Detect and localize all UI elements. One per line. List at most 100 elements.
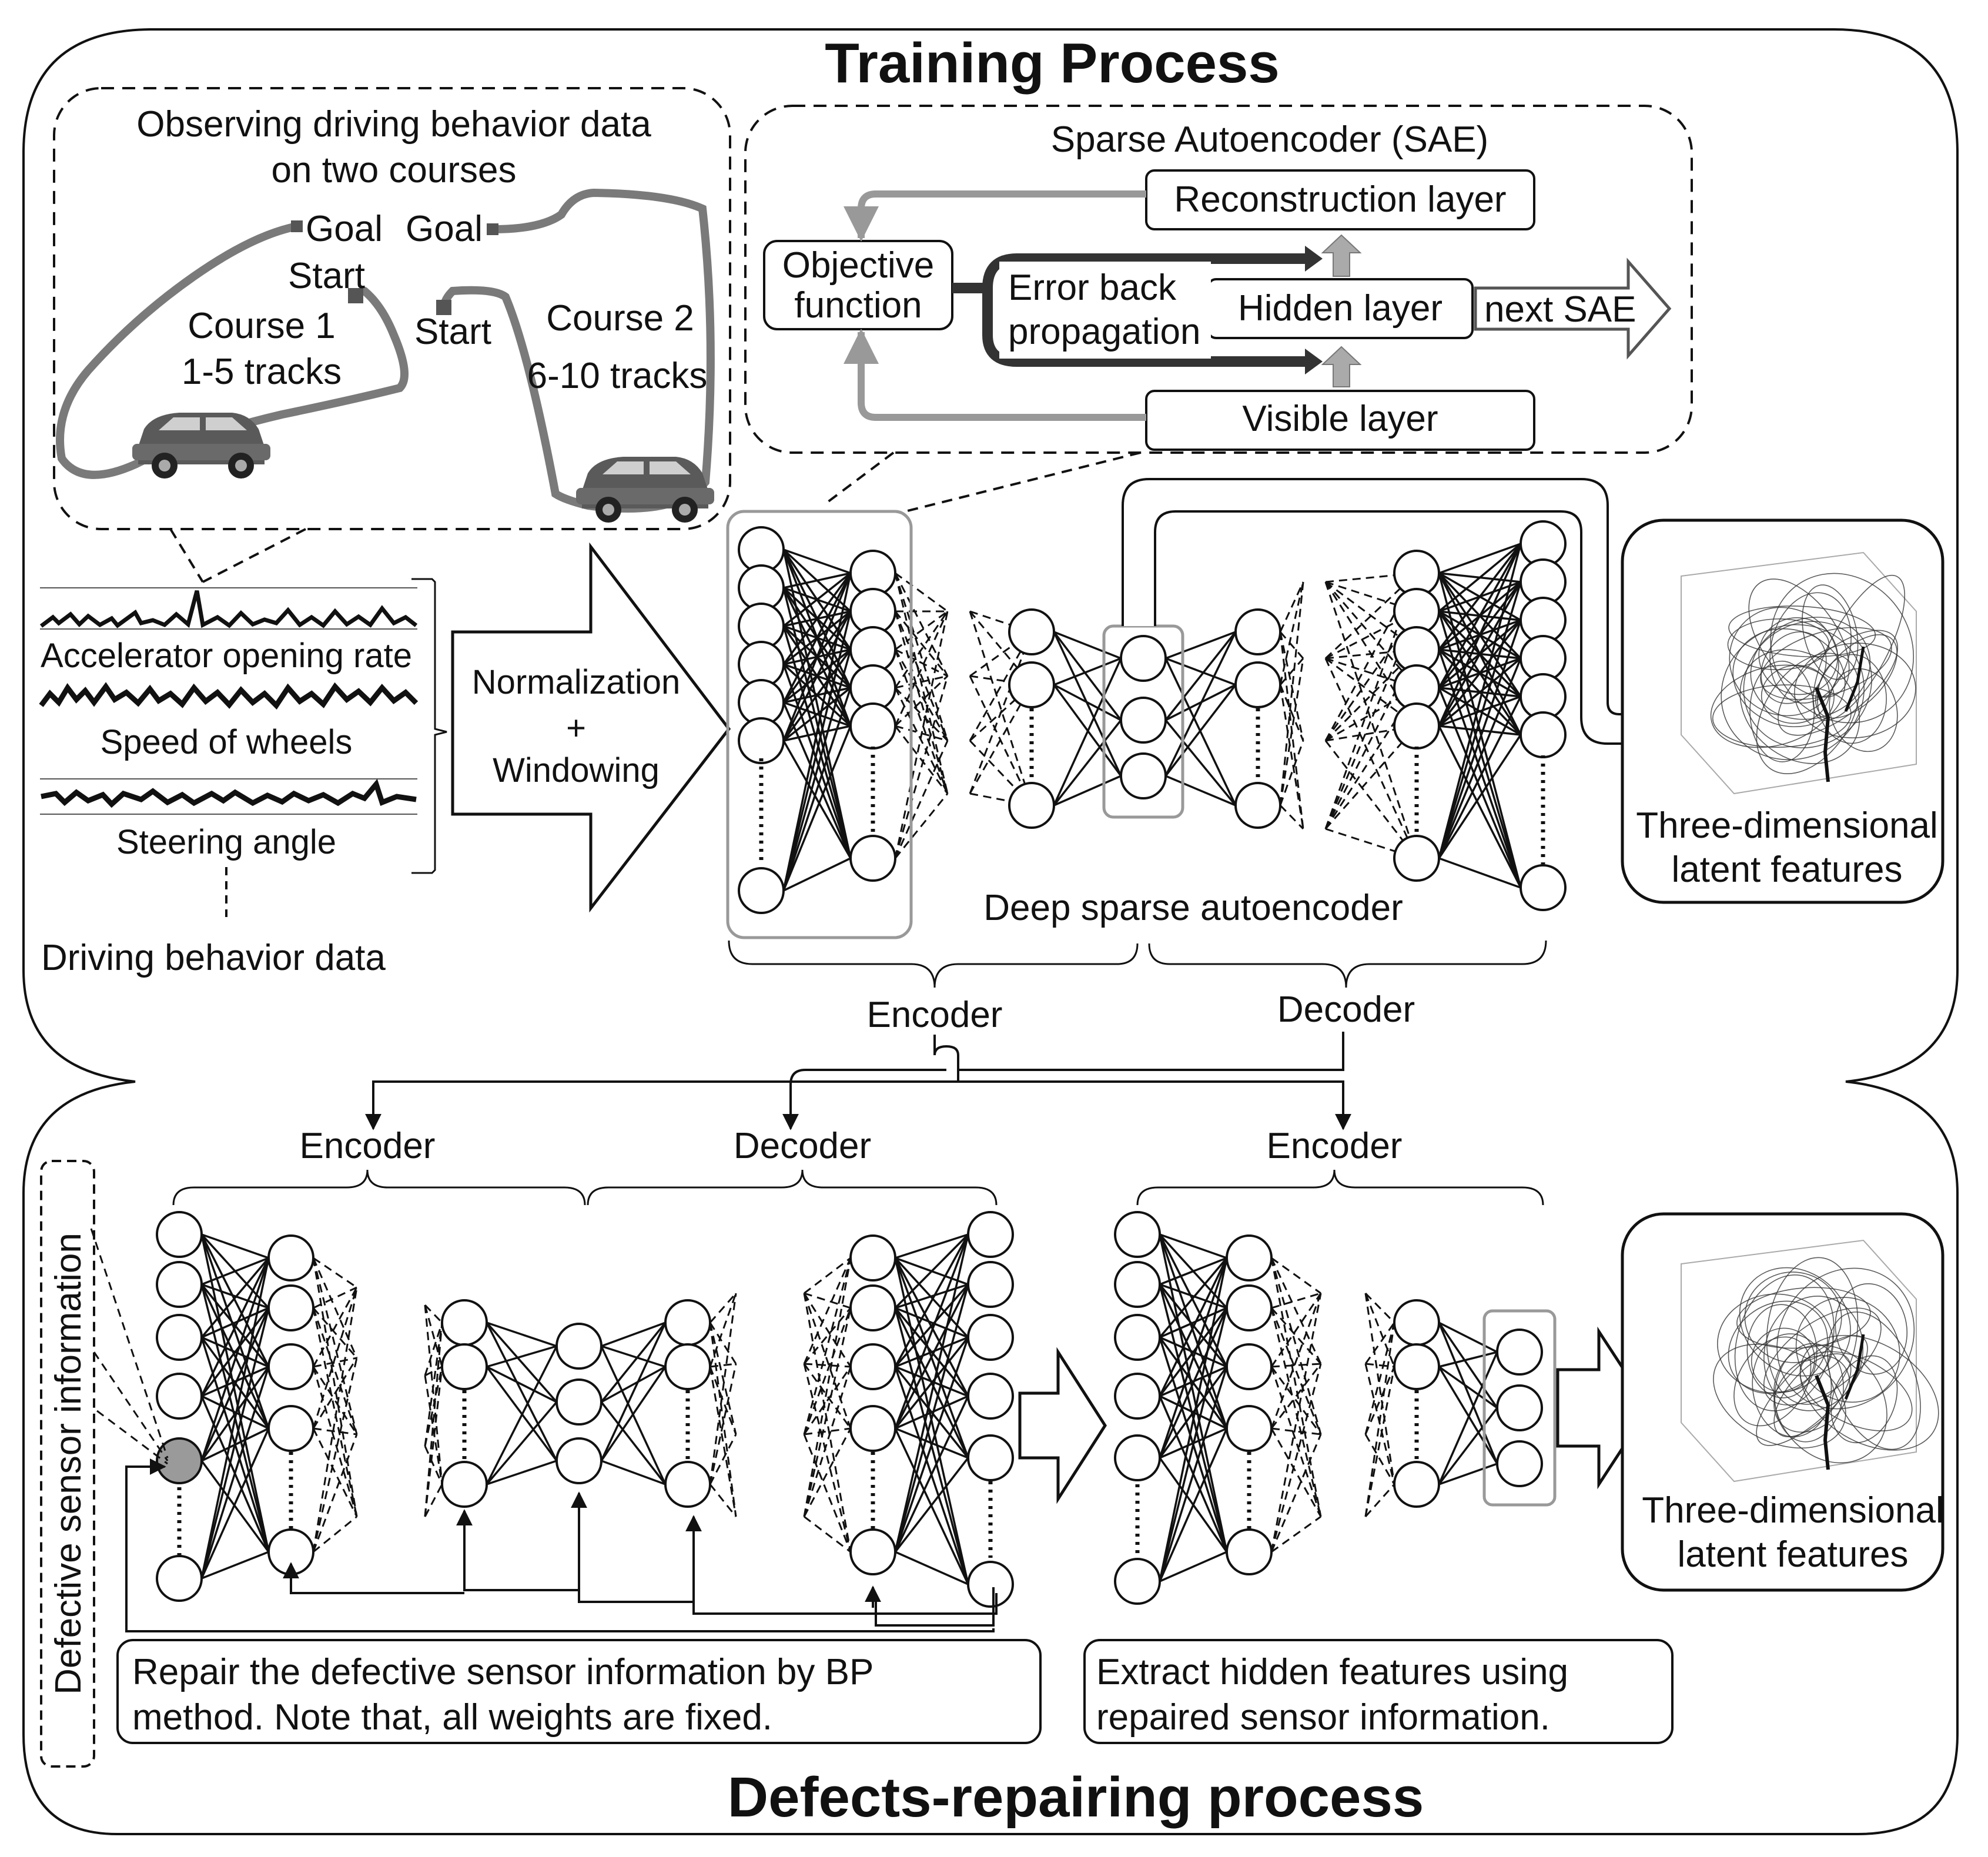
- dashed-connection: [312, 1287, 358, 1367]
- dashed-connection: [969, 792, 1032, 807]
- repair-encoder-right-label: Encoder: [1267, 1126, 1403, 1166]
- connection: [1438, 543, 1522, 688]
- latent-trajectory: [1815, 634, 1898, 719]
- weight-connector: [958, 1080, 1351, 1130]
- repair-title: Defects-repairing process: [728, 1766, 1424, 1829]
- neuron: [849, 1405, 896, 1452]
- dashed-connection: [424, 1322, 443, 1376]
- latent-trajectory: [1712, 684, 1852, 748]
- dashed-connection: [1364, 1322, 1395, 1364]
- latent-trajectory: [1761, 631, 1827, 704]
- connection: [1053, 631, 1122, 660]
- bp-feedback-line: [283, 1562, 464, 1594]
- dashed-connection: [1279, 658, 1304, 806]
- neuron: [1520, 864, 1567, 911]
- neuron: [1008, 661, 1055, 708]
- connection: [200, 1257, 270, 1397]
- extract-note-line1: Extract hidden features using: [1096, 1652, 1568, 1692]
- dashed-connection: [894, 793, 949, 859]
- error-bp-arrowhead: [1305, 246, 1323, 374]
- connection: [894, 1396, 969, 1552]
- training-title: Training Process: [825, 32, 1280, 95]
- accelerator-signal-plot: [39, 587, 418, 630]
- dashed-connection: [1270, 1257, 1322, 1435]
- dashed-connection: [1364, 1293, 1395, 1485]
- latent-trajectory: [1827, 1311, 1921, 1450]
- dashed-connection: [803, 1363, 852, 1552]
- connection: [782, 573, 852, 891]
- up-arrow-icon: [1321, 234, 1362, 277]
- repair-decoder-label: Decoder: [734, 1126, 871, 1166]
- connection: [1053, 658, 1122, 806]
- dashed-connection: [424, 1366, 443, 1377]
- start-label-1: Start: [288, 256, 365, 296]
- error-bp-path: [982, 288, 1305, 367]
- extract-note-box: [1083, 1639, 1674, 1744]
- connection: [782, 611, 852, 741]
- latent-trajectory: [1734, 1274, 1835, 1411]
- dashed-connection: [804, 1257, 851, 1294]
- connection: [1165, 775, 1236, 807]
- dashed-connection: [312, 1428, 358, 1517]
- connection: [894, 1233, 969, 1309]
- connection: [200, 1307, 270, 1397]
- dashed-connection: [894, 649, 949, 741]
- connection: [1053, 775, 1122, 807]
- error-label-bg: [999, 262, 1211, 359]
- connection: [894, 1284, 969, 1552]
- connection: [782, 664, 852, 859]
- decoder-label: Decoder: [1277, 989, 1415, 1030]
- dashed-connection: [424, 1366, 443, 1447]
- dashed-connection: [1270, 1307, 1322, 1435]
- latent-trajectory: [1835, 1283, 1908, 1375]
- neuron: [1114, 1434, 1161, 1481]
- dashed-connection: [1270, 1293, 1322, 1552]
- dashed-connection: [803, 1257, 852, 1435]
- connection: [894, 1283, 969, 1368]
- extract-note-line2: repaired sensor information.: [1096, 1697, 1550, 1738]
- connection: [201, 1257, 269, 1286]
- connection: [782, 649, 852, 891]
- latent-label-line1: Three-dimensional: [1636, 805, 1937, 846]
- dashed-connection: [803, 1293, 852, 1552]
- connection: [600, 1322, 667, 1461]
- latent-trajectory: [1774, 1343, 1844, 1443]
- connection: [1438, 543, 1522, 859]
- repair-encoder2-brace: [1136, 1169, 1544, 1206]
- repair-network: [156, 1211, 1014, 1608]
- repair-note-line1: Repair the defective sensor information …: [132, 1652, 873, 1692]
- dashed-connection: [894, 687, 949, 742]
- neuron: [1393, 702, 1440, 750]
- dashed-connection: [1279, 740, 1304, 806]
- repair-latent-label-line1: Three-dimensional: [1642, 1490, 1943, 1531]
- dashed-connection: [1364, 1322, 1395, 1435]
- neuron: [1496, 1329, 1543, 1376]
- connection: [782, 702, 852, 859]
- panel-connector: [169, 528, 204, 583]
- dashed-connection: [709, 1366, 737, 1517]
- latent-trajectory: [1746, 1304, 1818, 1398]
- dashed-connection: [894, 611, 949, 741]
- dashed-connection: [1271, 1292, 1321, 1309]
- neuron: [1393, 835, 1440, 882]
- weight-connector: [365, 1035, 959, 1130]
- dashed-connection: [1270, 1257, 1322, 1517]
- neuron: [441, 1343, 488, 1390]
- connection: [1053, 719, 1122, 807]
- dashed-connection: [709, 1484, 737, 1517]
- connection: [200, 1257, 270, 1579]
- connection: [783, 548, 851, 574]
- connection: [201, 1366, 269, 1397]
- dashed-connection: [1324, 573, 1418, 829]
- connection: [1053, 684, 1122, 721]
- latent-trajectory: [1763, 1296, 1864, 1411]
- dashed-connection: [424, 1304, 443, 1324]
- connection: [1165, 657, 1236, 686]
- dashed-connection: [1270, 1363, 1322, 1429]
- dashed-connection: [1270, 1434, 1322, 1552]
- neuron: [1496, 1440, 1543, 1487]
- connection: [1053, 657, 1122, 686]
- dashed-connection: [1271, 1257, 1321, 1294]
- neuron: [738, 717, 785, 764]
- dashed-connection: [894, 649, 949, 794]
